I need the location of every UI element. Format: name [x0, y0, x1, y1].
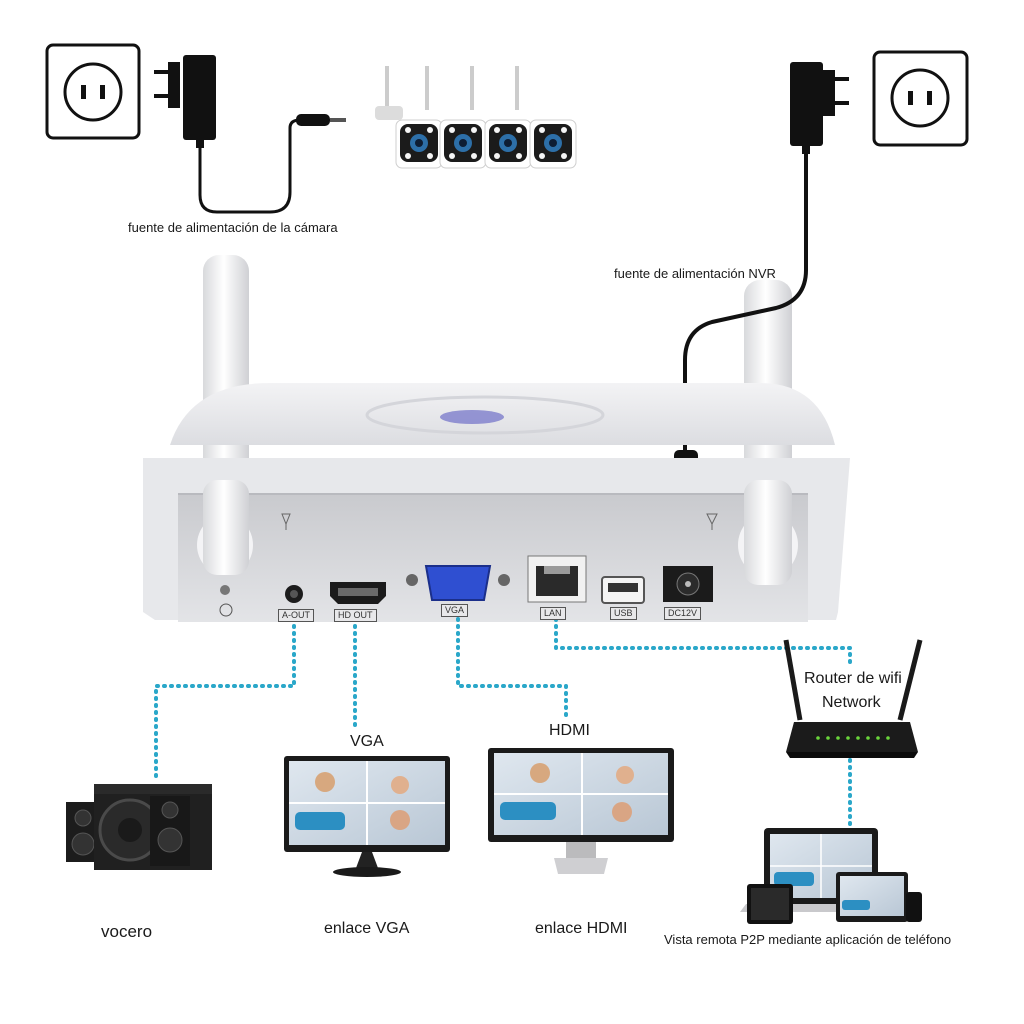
lan-port-label: LAN — [540, 607, 566, 620]
nvr-device — [143, 383, 850, 622]
camera-icon — [515, 66, 577, 169]
connection-lines — [154, 610, 852, 830]
lan-port[interactable] — [527, 555, 587, 603]
vga-link-label: enlace VGA — [324, 920, 410, 937]
audio-out-port-label: A-OUT — [278, 609, 314, 622]
camera-power-adapter-icon — [154, 55, 216, 148]
remote-view-label: Vista remota P2P mediante aplicación de … — [664, 932, 952, 947]
dc-port-label: DC12V — [664, 607, 702, 620]
speaker-system-icon — [66, 784, 212, 870]
camera-group-icon — [375, 66, 577, 169]
vga-connection-line-to-hdmi-monitor — [456, 610, 568, 720]
vga-port[interactable] — [406, 565, 510, 601]
camera-icon — [425, 66, 487, 169]
nvr-power-adapter-icon — [790, 62, 849, 154]
wall-outlet-right-icon — [872, 50, 969, 147]
vga-line-label: VGA — [350, 733, 384, 750]
speaker-label: vocero — [101, 922, 153, 941]
hdmi-link-label: enlace HDMI — [535, 920, 628, 937]
usb-port-label: USB — [610, 607, 637, 620]
camera-power-label: fuente de alimentación de la cámara — [128, 220, 338, 235]
camera-icon — [470, 66, 532, 169]
wall-outlet-left-icon — [45, 43, 141, 140]
wifi-router-icon — [783, 639, 923, 758]
dc-plug-icon — [296, 114, 330, 126]
vga-port-label: VGA — [441, 604, 469, 617]
remote-devices-icon — [740, 828, 922, 924]
lan-connection-line — [554, 610, 852, 666]
audio-out-port[interactable] — [285, 585, 303, 603]
router-label-line1: Router de wifi — [804, 670, 902, 687]
audio-connection-line — [154, 610, 296, 782]
nvr-power-cable — [683, 154, 808, 452]
hdmi-line-label: HDMI — [549, 722, 590, 739]
nvr-power-label: fuente de alimentación NVR — [614, 266, 776, 281]
hd-out-port[interactable] — [330, 582, 386, 604]
hdmi-monitor-icon — [488, 748, 674, 874]
hd-out-port-label: HD OUT — [334, 609, 377, 622]
router-label-line2: Network — [822, 694, 881, 711]
camera-power-cable — [198, 118, 310, 214]
vga-monitor-icon — [284, 756, 450, 877]
dc-power-port[interactable] — [663, 566, 713, 602]
usb-port[interactable] — [601, 576, 645, 604]
camera-icon — [375, 66, 443, 169]
